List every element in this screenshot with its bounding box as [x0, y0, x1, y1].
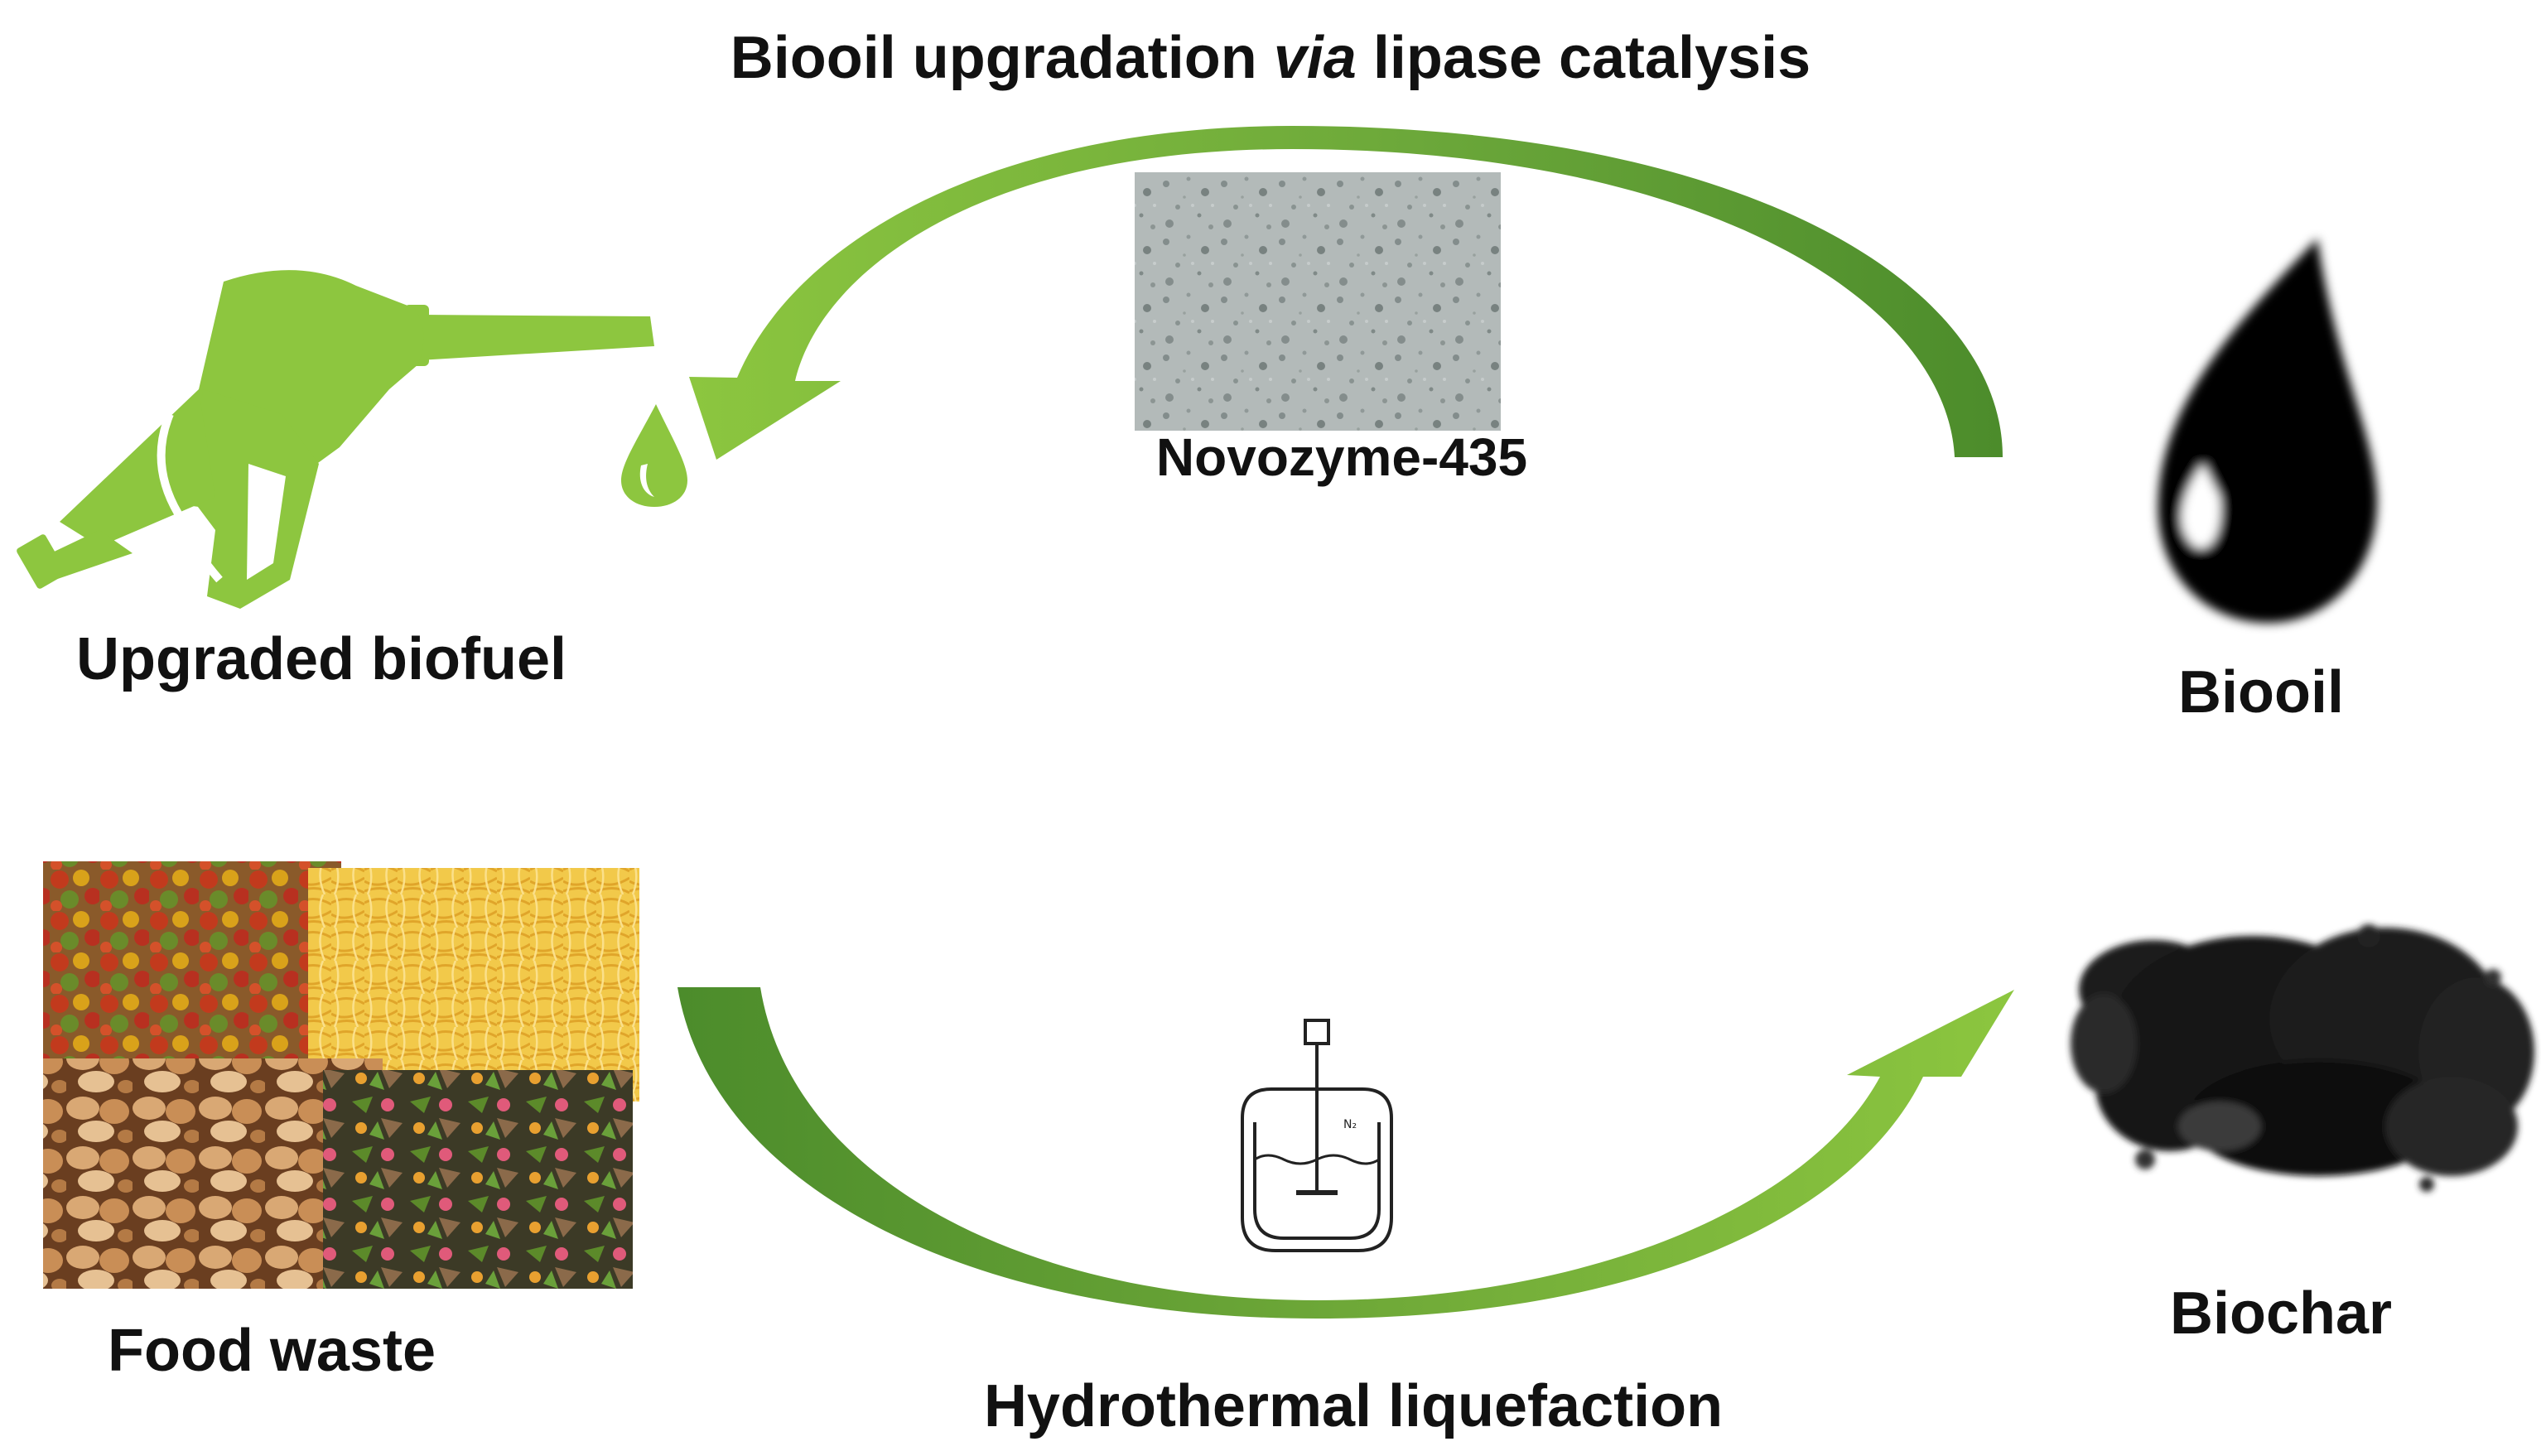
- product-label: Upgraded biofuel: [76, 626, 567, 692]
- fuel-nozzle-icon: [17, 270, 654, 609]
- biooil-label: Biooil: [2178, 659, 2344, 726]
- feedstock-label: Food waste: [108, 1318, 436, 1384]
- title-part2: lipase catalysis: [1356, 25, 1811, 91]
- catalyst-label: Novozyme-435: [1155, 427, 1528, 487]
- fuel-drop-icon: [621, 404, 687, 507]
- process-label: Hydrothermal liquefaction: [983, 1373, 1724, 1439]
- title-italic: via: [1273, 25, 1357, 91]
- biochar-label: Biochar: [2170, 1280, 2393, 1347]
- food-waste-collage: [43, 861, 639, 1289]
- reactor-gas-label: N₂: [1343, 1118, 1357, 1131]
- liquefaction-arrow: [677, 987, 2014, 1319]
- title-part1: Biooil upgradation: [730, 25, 1274, 91]
- reactor-icon: N₂: [1241, 1019, 1393, 1252]
- enzyme-beads-image: [1135, 172, 1501, 431]
- biochar-image: [2071, 924, 2534, 1192]
- oil-drop-icon: [2158, 239, 2378, 624]
- diagram-title: Biooil upgradation via lipase catalysis: [0, 28, 2541, 88]
